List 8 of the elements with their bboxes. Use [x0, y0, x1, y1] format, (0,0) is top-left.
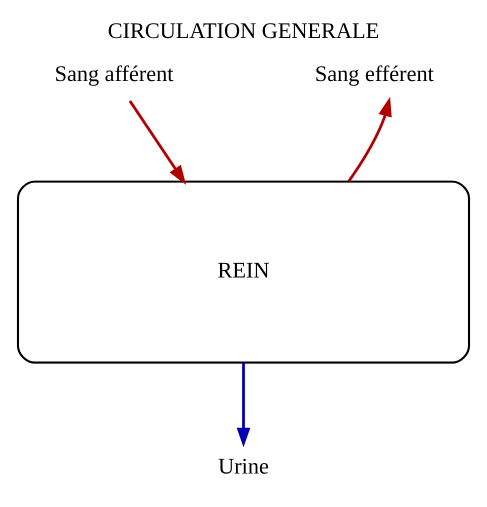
node-text: Urine [218, 453, 269, 478]
arrow [348, 96, 392, 182]
node-text: Sang efférent [314, 60, 434, 86]
diagram-title: CIRCULATION GENERALE [108, 17, 380, 42]
node-box: REIN [16, 180, 470, 364]
arrow [128, 100, 186, 184]
node-text: Sang afférent [54, 60, 174, 86]
arrow [236, 362, 250, 447]
